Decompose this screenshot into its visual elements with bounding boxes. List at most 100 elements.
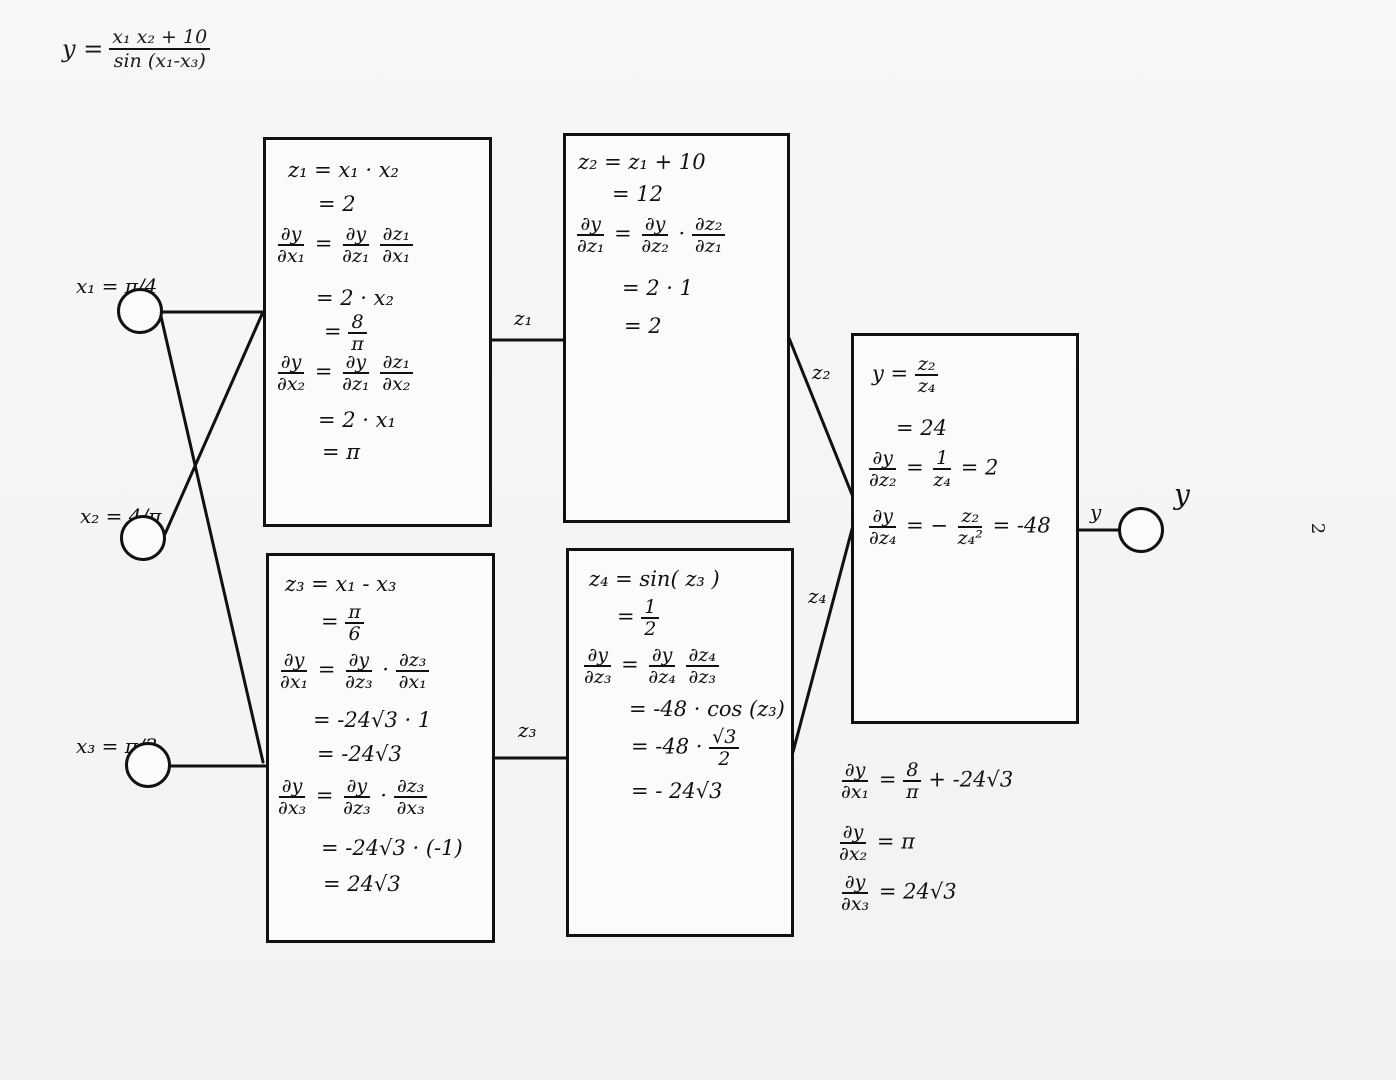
- top-formula: y = x₁ x₂ + 10 sin (x₁-x₃): [62, 26, 211, 72]
- z3-g1-lhs-num: ∂y: [280, 650, 308, 672]
- z1-g1-lhs-num: ∂y: [277, 224, 305, 246]
- z4-grad-step2-num: √3: [709, 727, 740, 749]
- z1-grad-x2-result: = π: [322, 440, 361, 464]
- z2-value: = 12: [612, 182, 663, 206]
- z2-g-r1-den: ∂z₂: [641, 235, 669, 257]
- summary-x3-tail: = 24√3: [878, 879, 957, 904]
- edge-label-y: y: [1090, 500, 1102, 524]
- z1-g1-r2-den: ∂x₁: [382, 245, 411, 267]
- z3-grad-x3-chain: ∂y∂x₃ = ∂y∂z₃ · ∂z₃∂x₃: [275, 776, 428, 818]
- z3-g1-r2-num: ∂z₃: [395, 650, 430, 672]
- z1-g1-lhs-den: ∂x₁: [277, 245, 306, 267]
- z4-g-r2-num: ∂z₄: [685, 645, 719, 667]
- input-node-x2: [120, 515, 166, 561]
- z4-g-r1-num: ∂y: [648, 645, 676, 667]
- z2-definition: z₂ = z₁ + 10: [578, 150, 706, 174]
- z4-definition: z₄ = sin( z₃ ): [589, 567, 720, 591]
- z1-grad-x1-chain: ∂y∂x₁ = ∂y∂z₁ ∂z₁∂x₁: [274, 224, 414, 267]
- z4-grad-step2-den: 2: [718, 748, 731, 770]
- z3-grad-x1-chain: ∂y∂x₁ = ∂y∂z₃ · ∂z₃∂x₁: [277, 650, 430, 692]
- z2-g-r2-den: ∂z₁: [694, 235, 723, 257]
- z2-grad-step: = 2 · 1: [622, 276, 694, 300]
- summary-x2-tail: = π: [876, 829, 915, 854]
- y-gz2-lhs-num: ∂y: [869, 448, 896, 470]
- wire-z2-to-y: [787, 336, 857, 504]
- summary-x1-den: ∂x₁: [841, 781, 870, 803]
- y-gz4-den: z₄²: [957, 527, 983, 549]
- summary-x3-num: ∂y: [841, 872, 869, 894]
- z1-g2-r2-num: ∂z₁: [379, 352, 414, 374]
- y-gz2-tail: = 2: [960, 455, 999, 480]
- z2-g-lhs-num: ∂y: [577, 214, 604, 236]
- edge-label-z3: z₃: [518, 718, 537, 742]
- z4-grad-step1: = -48 · cos (z₃): [629, 697, 785, 721]
- z1-g1-result-num: 8: [348, 312, 367, 334]
- y-gz2-num: 1: [933, 448, 952, 470]
- y-gz4-lhs-num: ∂y: [869, 506, 896, 528]
- summary-x1-num: ∂y: [841, 760, 869, 782]
- y-gz4-lhs-den: ∂z₄: [869, 527, 897, 549]
- summary-x3-den: ∂x₃: [841, 893, 870, 915]
- z3-definition: z₃ = x₁ - x₃: [285, 572, 397, 596]
- z4-grad-chain: ∂y∂z₃ = ∂y∂z₄ ∂z₄∂z₃: [581, 645, 719, 687]
- z3-grad-x3-step: = -24√3 · (-1): [321, 836, 463, 860]
- z1-grad-x2-step: = 2 · x₁: [318, 408, 396, 432]
- z2-g-r1-num: ∂y: [641, 214, 669, 236]
- summary-x2-den: ∂x₂: [839, 843, 868, 865]
- formula-fraction: x₁ x₂ + 10 sin (x₁-x₃): [109, 26, 211, 72]
- summary-x1-frac-num: 8: [903, 760, 922, 782]
- y-definition-num: z₂: [914, 354, 939, 376]
- z1-g2-lhs-num: ∂y: [277, 352, 305, 374]
- edge-label-z2: z₂: [812, 360, 831, 384]
- z3-g3-r1-num: ∂y: [343, 776, 371, 798]
- formula-denominator: sin (x₁-x₃): [113, 50, 206, 72]
- y-value: = 24: [896, 416, 947, 440]
- z4-value-num: 1: [641, 597, 660, 619]
- output-node-y: [1118, 507, 1164, 553]
- summary-x1-frac-den: π: [906, 781, 919, 803]
- z2-grad-result: = 2: [624, 314, 662, 338]
- z3-value-den: 6: [348, 623, 361, 645]
- wire-x1-to-z3: [158, 310, 265, 764]
- z3-g3-r2-num: ∂z₃: [393, 776, 428, 798]
- y-gz2-den: z₄: [933, 469, 952, 491]
- z1-definition: z₁ = x₁ · x₂: [288, 158, 399, 182]
- z3-g1-r1-den: ∂z₃: [345, 671, 373, 693]
- z1-g1-r1-den: ∂z₁: [342, 245, 370, 267]
- formula-lhs: y =: [62, 35, 104, 63]
- z1-grad-x1-step: = 2 · x₂: [316, 286, 394, 310]
- edge-label-z4: z₄: [808, 584, 827, 608]
- y-gz4-num: z₂: [958, 506, 983, 528]
- edge-label-z1: z₁: [514, 306, 533, 330]
- z1-grad-x2-chain: ∂y∂x₂ = ∂y∂z₁ ∂z₁∂x₂: [274, 352, 414, 394]
- y-definition-lhs: y =: [872, 361, 909, 386]
- z3-g1-lhs-den: ∂x₁: [280, 671, 309, 693]
- z2-grad-chain: ∂y∂z₁ = ∂y∂z₂ · ∂z₂∂z₁: [574, 214, 726, 257]
- y-gz2-lhs-den: ∂z₂: [869, 469, 897, 491]
- input-node-x1: [117, 288, 163, 334]
- node-box-z2: z₂ = z₁ + 10 = 12 ∂y∂z₁ = ∂y∂z₂ · ∂z₂∂z₁…: [563, 133, 790, 523]
- z3-grad-x1-step: = -24√3 · 1: [313, 708, 432, 732]
- summary-x2-num: ∂y: [839, 822, 867, 844]
- formula-numerator: x₁ x₂ + 10: [109, 26, 211, 50]
- wire-z4-to-y: [791, 516, 857, 754]
- z3-g3-r2-den: ∂x₃: [396, 797, 425, 819]
- node-box-z1: z₁ = x₁ · x₂ = 2 ∂y∂x₁ = ∂y∂z₁ ∂z₁∂x₁ = …: [263, 137, 492, 527]
- z4-value-den: 2: [644, 618, 657, 640]
- z3-g3-r1-den: ∂z₃: [343, 797, 371, 819]
- z3-value-num: π: [345, 602, 364, 624]
- wire-x2-to-z1: [163, 310, 265, 536]
- z4-grad-step2-pre: = -48 ·: [631, 734, 703, 759]
- z4-g-r1-den: ∂z₄: [648, 666, 676, 688]
- z3-grad-x1-result: = -24√3: [317, 742, 402, 766]
- summary-x1-eq: =: [878, 767, 897, 792]
